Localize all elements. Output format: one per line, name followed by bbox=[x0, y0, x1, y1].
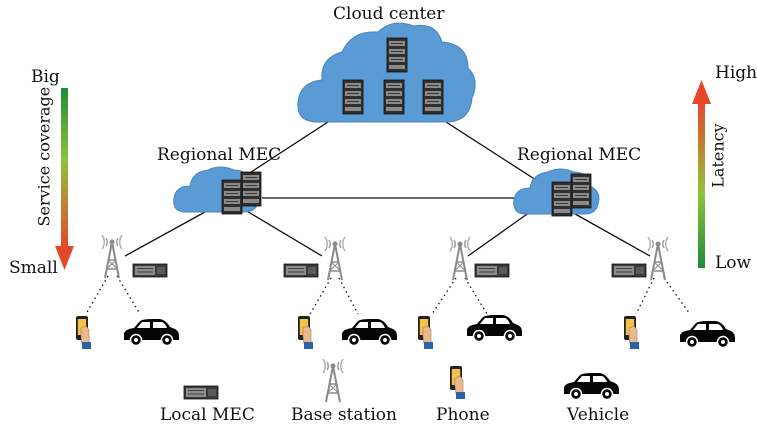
legend-base-station-label: Base station bbox=[291, 405, 397, 425]
base-station-icon bbox=[324, 236, 346, 281]
network-links bbox=[124, 121, 651, 257]
link-regional-left-bs1 bbox=[124, 211, 206, 257]
regional-mec-left bbox=[173, 166, 262, 215]
vehicle-icon bbox=[341, 318, 398, 347]
phone-icon bbox=[297, 315, 314, 350]
legend-local-mec-icon bbox=[183, 385, 219, 400]
latency-low-label: Low bbox=[715, 253, 752, 273]
link-regional-left-bs2 bbox=[244, 209, 323, 257]
base-station-icon bbox=[647, 236, 669, 281]
service-coverage-arrow bbox=[55, 88, 74, 270]
latency-axis-label: Latency bbox=[708, 123, 728, 188]
edge-site-3 bbox=[449, 236, 510, 281]
phone-icon bbox=[623, 315, 640, 350]
regional-mec-left-label: Regional MEC bbox=[157, 145, 282, 165]
base-station-icon bbox=[101, 234, 123, 279]
edge-site-2 bbox=[283, 236, 346, 281]
regional-mec-right bbox=[513, 168, 600, 217]
legend-vehicle-label: Vehicle bbox=[567, 405, 630, 425]
end-devices bbox=[75, 314, 736, 350]
wireless-links bbox=[85, 275, 691, 315]
local-mec-icon bbox=[283, 263, 319, 278]
coverage-big-label: Big bbox=[31, 67, 60, 87]
latency-high-label: High bbox=[715, 63, 757, 83]
link-cloud-regional-right bbox=[445, 121, 537, 181]
legend-local-mec-label: Local MEC bbox=[160, 405, 255, 425]
legend-vehicle-icon bbox=[563, 372, 620, 401]
latency-arrow bbox=[692, 80, 711, 268]
link-regional-right-bs4 bbox=[567, 209, 651, 257]
legend-icons bbox=[183, 358, 620, 403]
cloud-center-label: Cloud center bbox=[333, 4, 445, 24]
coverage-small-label: Small bbox=[9, 258, 58, 278]
legend-phone-icon bbox=[449, 365, 466, 400]
local-mec-icon bbox=[474, 263, 510, 278]
vehicle-icon bbox=[679, 320, 736, 349]
base-station-icon bbox=[449, 236, 471, 281]
edge-site-1 bbox=[101, 234, 168, 279]
cloud-center bbox=[297, 22, 476, 123]
legend-base-station-icon bbox=[322, 358, 344, 403]
phone-icon bbox=[417, 315, 434, 350]
phone-icon bbox=[75, 315, 92, 350]
vehicle-icon bbox=[123, 318, 180, 347]
link-cloud-regional-left bbox=[244, 121, 329, 177]
local-mec-icon bbox=[132, 263, 168, 278]
regional-mec-right-label: Regional MEC bbox=[517, 145, 642, 165]
service-coverage-axis-label: Service coverage bbox=[34, 86, 54, 227]
legend-phone-label: Phone bbox=[436, 405, 490, 425]
local-mec-icon bbox=[611, 263, 647, 278]
edge-site-4 bbox=[611, 236, 669, 281]
link-regional-right-bs3 bbox=[467, 211, 531, 257]
vehicle-icon bbox=[466, 314, 523, 343]
